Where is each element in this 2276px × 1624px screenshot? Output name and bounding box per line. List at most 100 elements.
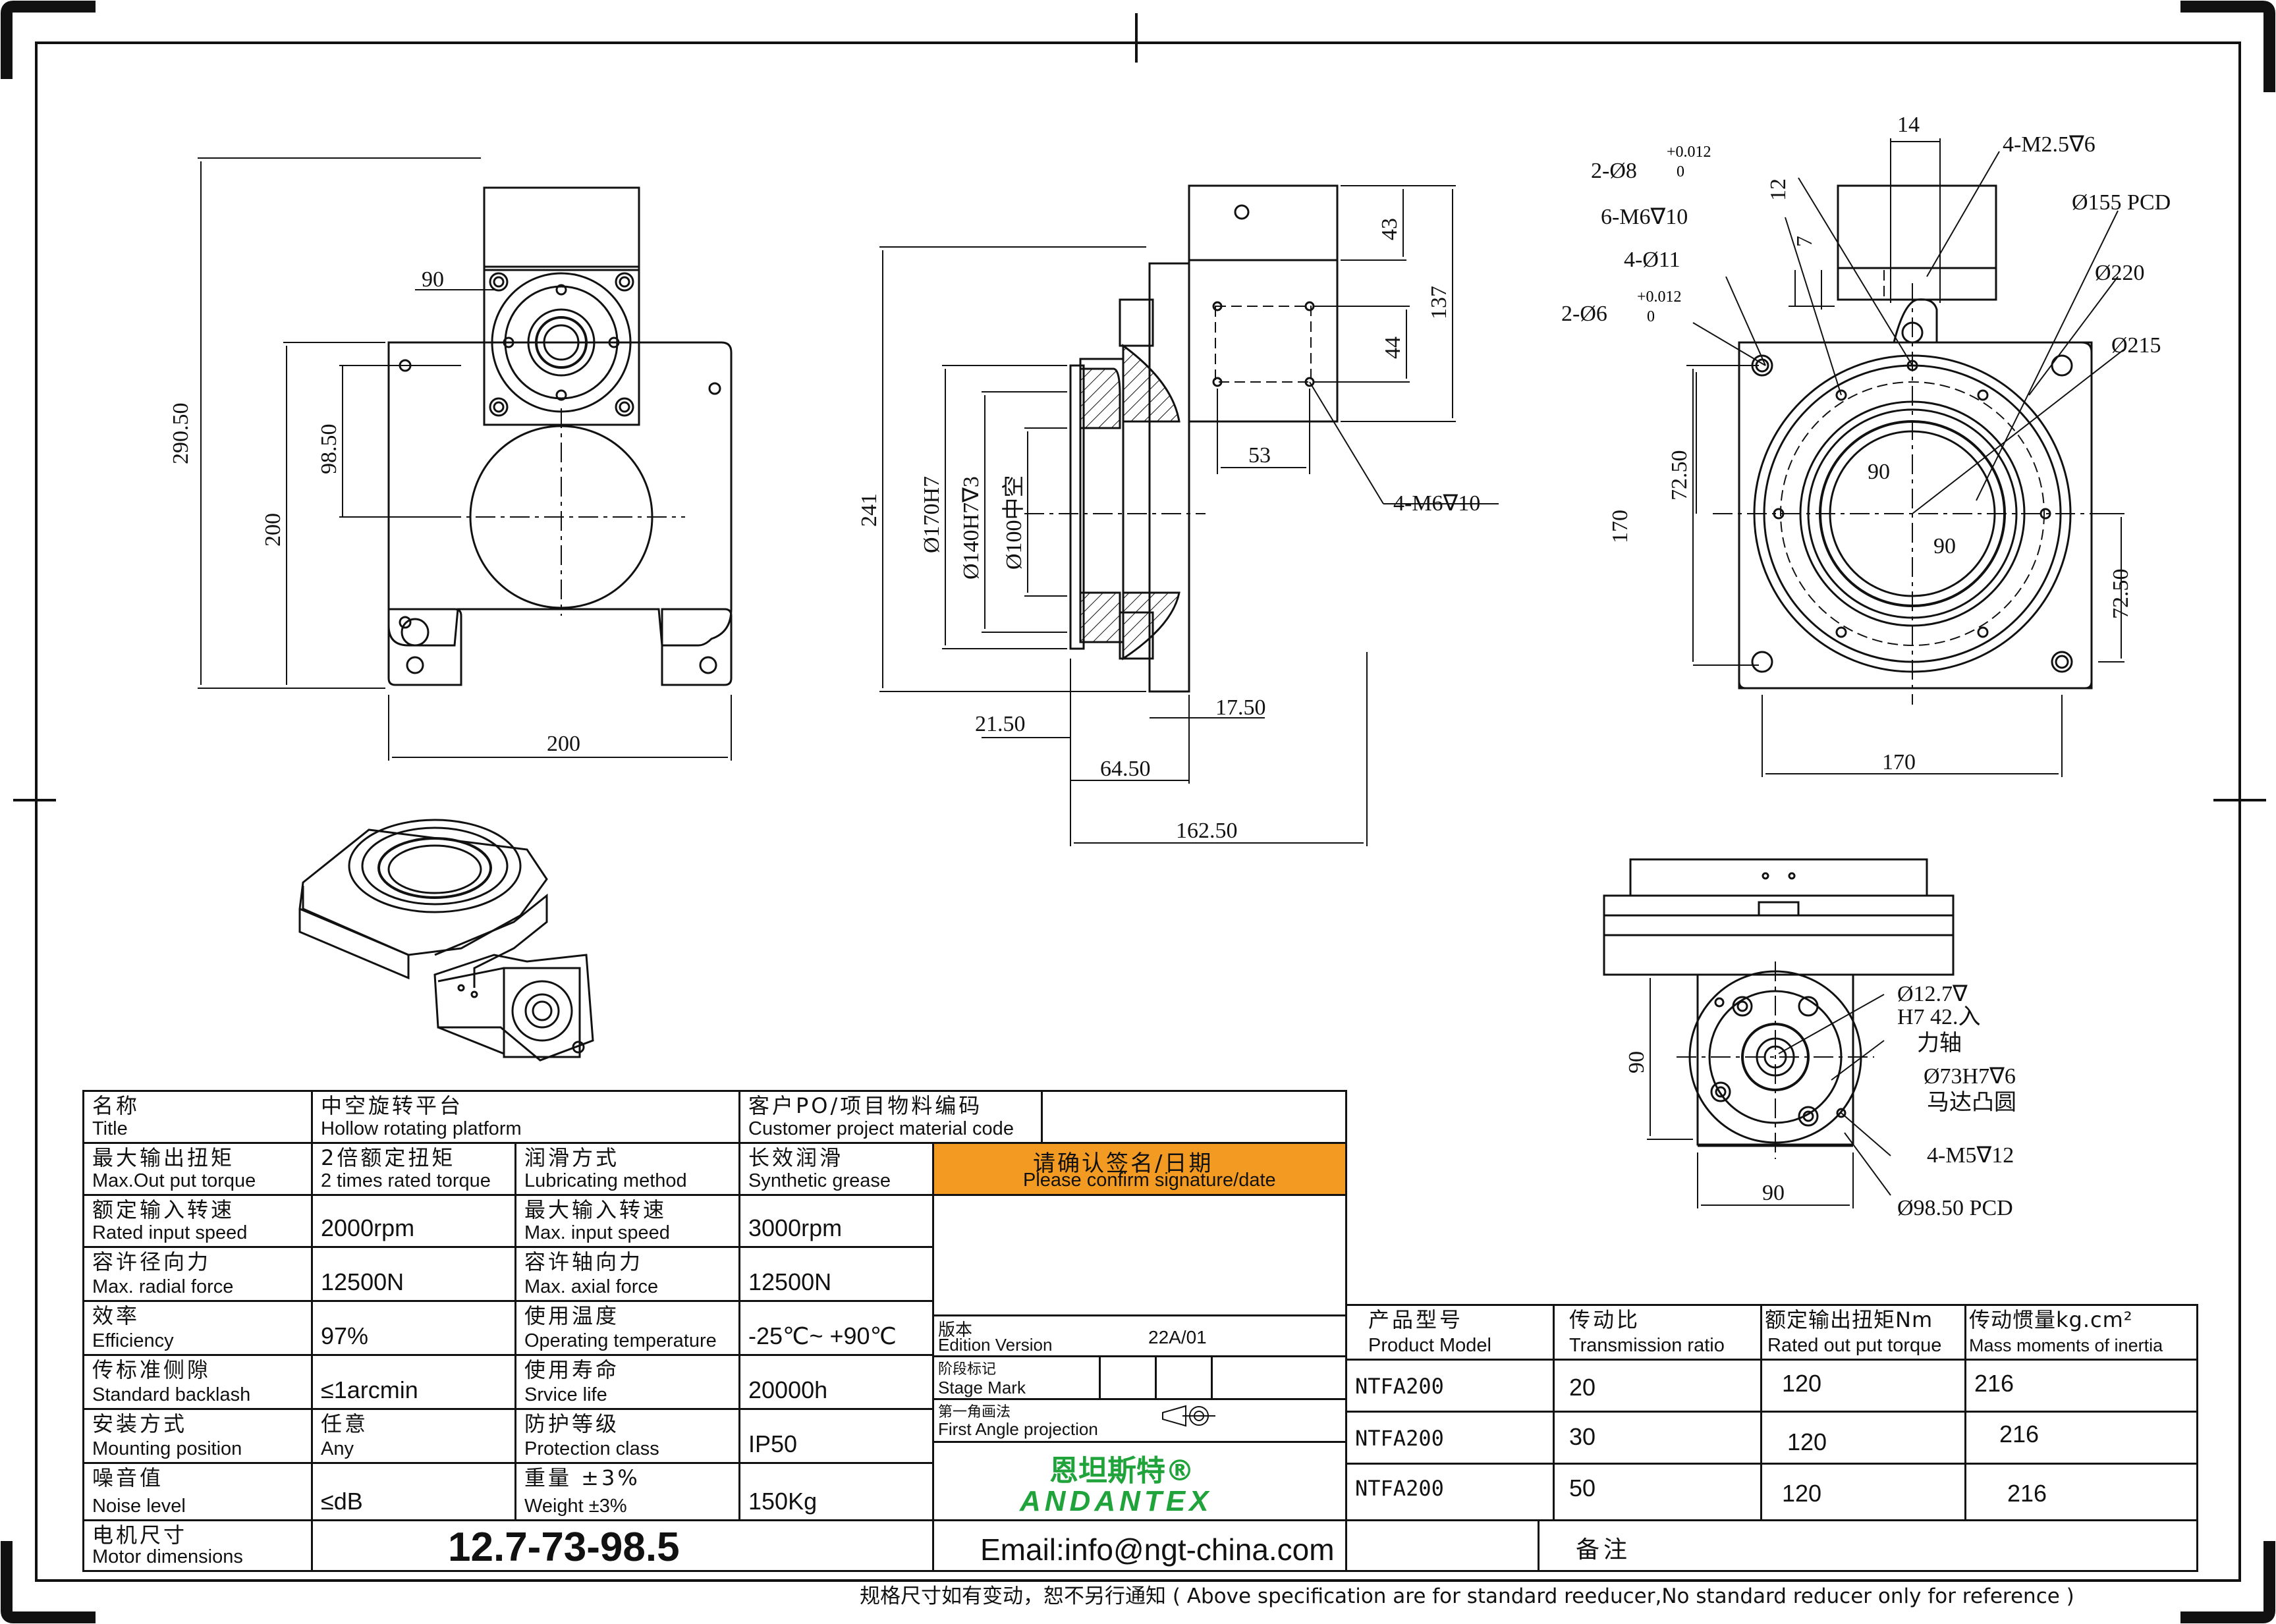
mounting-value: 任意 Any [311, 1408, 516, 1464]
dim-170-v: 170 [1608, 510, 1632, 543]
model-row-1-ratio-text: 20 [1569, 1374, 1596, 1401]
remark-cell[interactable]: 备注 [1538, 1519, 2198, 1572]
isometric-view [298, 819, 594, 1062]
edition-en: Edition Version [938, 1335, 1053, 1355]
dim-43: 43 [1377, 218, 1402, 240]
model-header-torque: 额定输出扭矩Nm Rated out put torque [1760, 1304, 1966, 1361]
confirm-signature-en: Please confirm signature/date [1023, 1170, 1276, 1191]
customer-code-en: Customer project material code [748, 1118, 1014, 1139]
footer-note: 规格尺寸如有变动，恕不另行通知 ( Above specification ar… [860, 1584, 2074, 1608]
dim-170-h: 170 [1882, 750, 1916, 774]
max-output-torque-value-en: 2 times rated torque [321, 1170, 491, 1191]
radial-force-cn: 容许径向力 [92, 1249, 211, 1274]
model-header-product-en: Product Model [1368, 1335, 1491, 1356]
motor-dims-value-cell: 12.7-73-98.5 [311, 1519, 934, 1572]
dim-pcd155: Ø155 PCD [2072, 190, 2171, 215]
customer-code-value-cell[interactable] [1041, 1090, 1347, 1144]
tol-phi6-lower: 0 [1647, 308, 1655, 325]
rated-input-speed-cn: 额定输入转速 [92, 1197, 235, 1222]
model-header-ratio-en: Transmission ratio [1569, 1335, 1725, 1356]
dim-90-top: 90 [422, 267, 444, 292]
efficiency-cn: 效率 [92, 1303, 140, 1328]
protection-cn: 防护等级 [524, 1411, 620, 1436]
title-label-cn: 名称 [92, 1093, 140, 1118]
front-view [1686, 138, 2125, 777]
remark-label: 备注 [1576, 1536, 1632, 1563]
edition-value: 22A/01 [1148, 1327, 1207, 1347]
axial-force-en: Max. axial force [524, 1276, 659, 1297]
dim-44: 44 [1381, 337, 1405, 359]
model-header-ratio-cn: 传动比 [1569, 1307, 1641, 1332]
axial-force-val: 12500N [748, 1268, 832, 1295]
brand-logo-cell: 恩坦斯特® ANDANTEX [932, 1441, 1347, 1521]
dim-21-50: 21.50 [975, 712, 1026, 736]
efficiency-value: 97% [311, 1300, 516, 1356]
lubrication-label: 润滑方式 Lubricating method [514, 1142, 740, 1196]
model-header-product: 产品型号 Product Model [1345, 1304, 1555, 1361]
dim-phi140h7: Ø140H7∇3 [959, 476, 984, 580]
customer-code-label-cell: 客户PO/项目物料编码 Customer project material co… [738, 1090, 1043, 1144]
dim-12: 12 [1766, 178, 1790, 201]
weight-cn: 重量 ±3% [524, 1465, 640, 1490]
operating-temp-val: -25℃~ +90℃ [748, 1322, 897, 1349]
stage-mark-en: Stage Mark [938, 1378, 1026, 1397]
dim-7: 7 [1792, 236, 1817, 247]
protection-value: IP50 [738, 1408, 934, 1464]
operating-temp-cn: 使用温度 [524, 1303, 620, 1328]
tol-phi6-upper: +0.012 [1637, 288, 1682, 306]
lubrication-value-cn: 长效润滑 [748, 1145, 844, 1170]
dim-6-m6: 6-M6∇10 [1601, 205, 1688, 229]
backlash-cn: 传标准侧隙 [92, 1357, 211, 1382]
motor-flange-view [1603, 858, 1955, 1208]
signature-area[interactable] [932, 1194, 1347, 1316]
motor-dims-en: Motor dimensions [92, 1546, 243, 1567]
dim-phi220: Ø220 [2095, 261, 2145, 285]
dim-162-50: 162.50 [1176, 819, 1238, 843]
edition-cn: 版本 [938, 1320, 973, 1340]
confirm-signature-header: 请确认签名/日期 Please confirm signature/date [932, 1142, 1347, 1196]
model-header-inertia-cn: 传动惯量kg.cm² [1969, 1307, 2133, 1332]
dim-spigot-label: 马达凸圆 [1927, 1091, 2016, 1115]
noise-value: ≤dB [311, 1462, 516, 1521]
top-view [198, 157, 733, 761]
mounting-value-cn: 任意 [321, 1411, 369, 1436]
noise-val: ≤dB [321, 1488, 363, 1515]
projection-row: 第一角画法 First Angle projection [932, 1398, 1347, 1443]
model-header-product-cn: 产品型号 [1368, 1307, 1464, 1332]
backlash-label: 传标准侧隙 Standard backlash [82, 1354, 313, 1410]
model-row-3-torque: 120 [1760, 1463, 1966, 1521]
model-row-2-inertia: 216 [1964, 1411, 2198, 1465]
title-label-cell: 名称 Title [82, 1090, 313, 1144]
dim-phi215: Ø215 [2111, 333, 2161, 358]
service-life-label: 使用寿命 Srvice life [514, 1354, 740, 1410]
mounting-value-en: Any [321, 1438, 354, 1459]
model-row-2-model: NTFA200 [1345, 1411, 1555, 1465]
rated-input-speed-val: 2000rpm [321, 1214, 415, 1241]
motor-dims-value: 12.7-73-98.5 [448, 1525, 680, 1570]
model-row-1-inertia: 216 [1964, 1359, 2198, 1413]
weight-value: 150Kg [738, 1462, 934, 1521]
model-row-1-torque-text: 120 [1782, 1370, 1822, 1397]
service-life-value: 20000h [738, 1354, 934, 1410]
backlash-val: ≤1arcmin [321, 1376, 418, 1403]
email[interactable]: Email:info@ngt-china.com [980, 1532, 1335, 1567]
model-row-3-ratio-text: 50 [1569, 1475, 1596, 1502]
dim-4-phi11: 4-Ø11 [1624, 248, 1680, 272]
dim-72-50-left: 72.50 [1667, 450, 1692, 501]
protection-label: 防护等级 Protection class [514, 1408, 740, 1464]
model-row-1-model: NTFA200 [1345, 1359, 1555, 1413]
operating-temp-label: 使用温度 Operating temperature [514, 1300, 740, 1356]
rated-input-speed-en: Rated input speed [92, 1222, 248, 1243]
title-value-cn: 中空旋转平台 [321, 1093, 464, 1118]
dim-pcd98: Ø98.50 PCD [1897, 1196, 2013, 1220]
max-output-torque-label: 最大输出扭矩 Max.Out put torque [82, 1142, 313, 1196]
dim-241: 241 [857, 493, 881, 527]
dim-phi170h7: Ø170H7 [920, 476, 944, 553]
rated-input-speed-label: 额定输入转速 Rated input speed [82, 1194, 313, 1248]
model-row-3-model: NTFA200 [1345, 1463, 1555, 1521]
model-row-3-ratio: 50 [1553, 1463, 1762, 1521]
mounting-cn: 安装方式 [92, 1411, 188, 1436]
model-row-1-torque: 120 [1760, 1359, 1966, 1413]
